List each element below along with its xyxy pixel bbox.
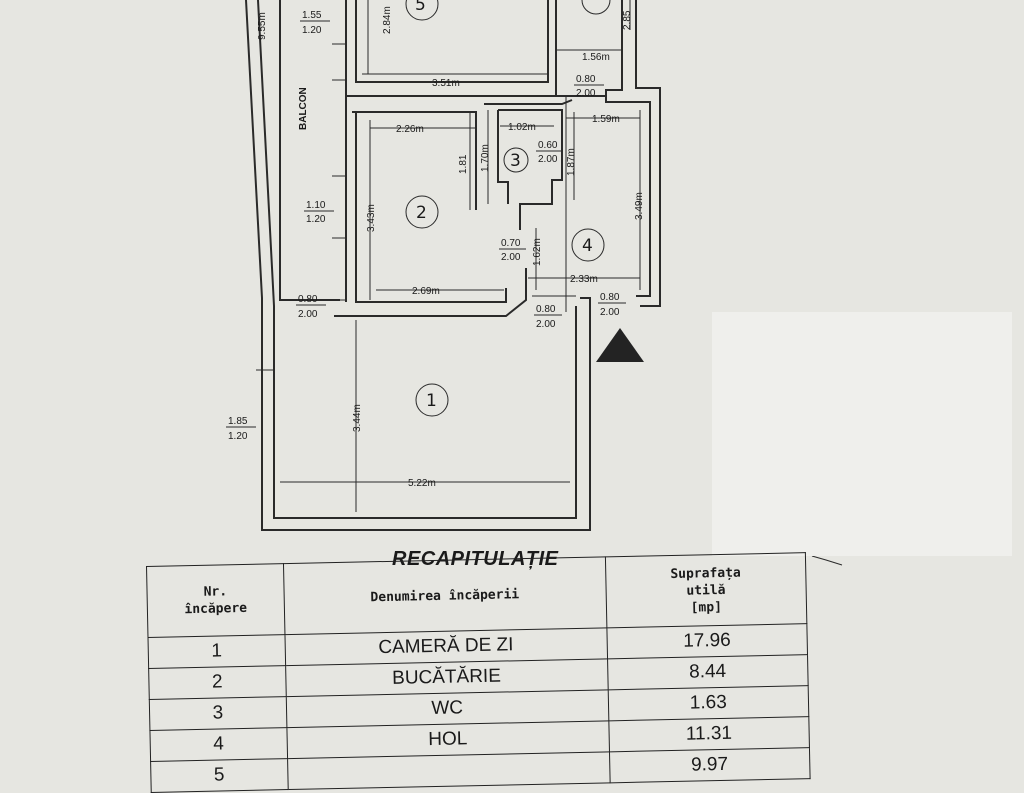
room-number-1: 1 <box>426 391 437 411</box>
floor-plan: 5 2 3 4 1 BALCON 9.55m 1.55 1.20 2.84m 2… <box>226 0 843 566</box>
cell-nr: 1 <box>147 634 286 669</box>
dim-label: 1.02m <box>508 122 536 133</box>
dim-label: 2.33m <box>570 274 598 285</box>
dim-label: 0.80 <box>576 74 596 85</box>
dim-label: 2.00 <box>501 252 521 263</box>
dim-label: 2.26m <box>396 124 424 135</box>
pen-mark <box>811 555 843 566</box>
cell-area: 8.44 <box>607 654 809 690</box>
recap-table: Nr. încăpere Denumirea încăperii Suprafa… <box>146 552 811 793</box>
cell-nr: 5 <box>150 758 288 793</box>
dim-label: 3.51m <box>432 78 460 89</box>
dim-label: 2.00 <box>576 88 596 99</box>
dim-label: 1.62m <box>532 238 543 266</box>
dim-label: 2.85 <box>622 10 633 30</box>
cell-area: 17.96 <box>606 623 808 659</box>
dim-label: 1.20 <box>302 25 322 36</box>
dim-label: 1.85 <box>228 416 248 427</box>
header-name: Denumirea încăperii <box>283 556 607 635</box>
dim-label: 1.20 <box>228 431 248 442</box>
room-markers: 5 2 3 4 1 <box>405 0 611 417</box>
dim-label: 9.55m <box>257 12 268 40</box>
dim-label: 0.80 <box>600 292 620 303</box>
dim-label: 1.70m <box>480 144 491 172</box>
dim-label: 0.80 <box>298 294 318 305</box>
dim-label: 3.49m <box>634 192 645 220</box>
cell-area: 11.31 <box>608 716 810 752</box>
walls <box>245 0 661 531</box>
dim-label: 1.20 <box>306 214 326 225</box>
dim-label: 0.80 <box>536 304 556 315</box>
header-nr: Nr. încăpere <box>146 563 285 638</box>
dim-label: 1.59m <box>592 114 620 125</box>
room-number-5: 5 <box>415 0 426 15</box>
cell-area: 9.97 <box>609 747 811 783</box>
dim-label: 3.43m <box>366 204 377 232</box>
dim-label: 2.00 <box>600 307 620 318</box>
dim-label: 3.44m <box>352 404 363 432</box>
cell-area: 1.63 <box>607 685 809 721</box>
dim-label: 0.60 <box>538 140 558 151</box>
dim-label: 1.55 <box>302 10 322 21</box>
room-number-4: 4 <box>582 236 593 256</box>
dimension-lines <box>280 0 641 512</box>
recap-title: RECAPITULAȚIE <box>392 548 559 570</box>
dim-label: 0.70 <box>501 238 521 249</box>
room-number-2: 2 <box>416 203 427 223</box>
cell-nr: 4 <box>149 727 288 762</box>
cell-name <box>287 751 610 790</box>
dim-label: 1.81 <box>458 154 469 174</box>
dimension-labels: 9.55m 1.55 1.20 2.84m 2.85 3.51m 1.56m 0… <box>226 6 645 489</box>
dim-label: 1.56m <box>582 52 610 63</box>
dim-label: 2.69m <box>412 286 440 297</box>
dim-label: 2.00 <box>536 319 556 330</box>
balcony-label: BALCON <box>298 87 309 130</box>
dim-label: 1.10 <box>306 200 326 211</box>
dim-label: 2.00 <box>538 154 558 165</box>
dim-label: 1.87m <box>566 148 577 176</box>
entrance-arrow <box>596 328 644 362</box>
header-area: Suprafața utilă [mp] <box>605 552 807 628</box>
dim-label: 5.22m <box>408 478 436 489</box>
cell-nr: 3 <box>149 696 287 731</box>
room-number-3: 3 <box>510 151 521 171</box>
dim-label: 2.00 <box>298 309 318 320</box>
blank-label-patch <box>712 312 1012 556</box>
dim-label: 2.84m <box>382 6 393 34</box>
cell-nr: 2 <box>148 665 286 700</box>
